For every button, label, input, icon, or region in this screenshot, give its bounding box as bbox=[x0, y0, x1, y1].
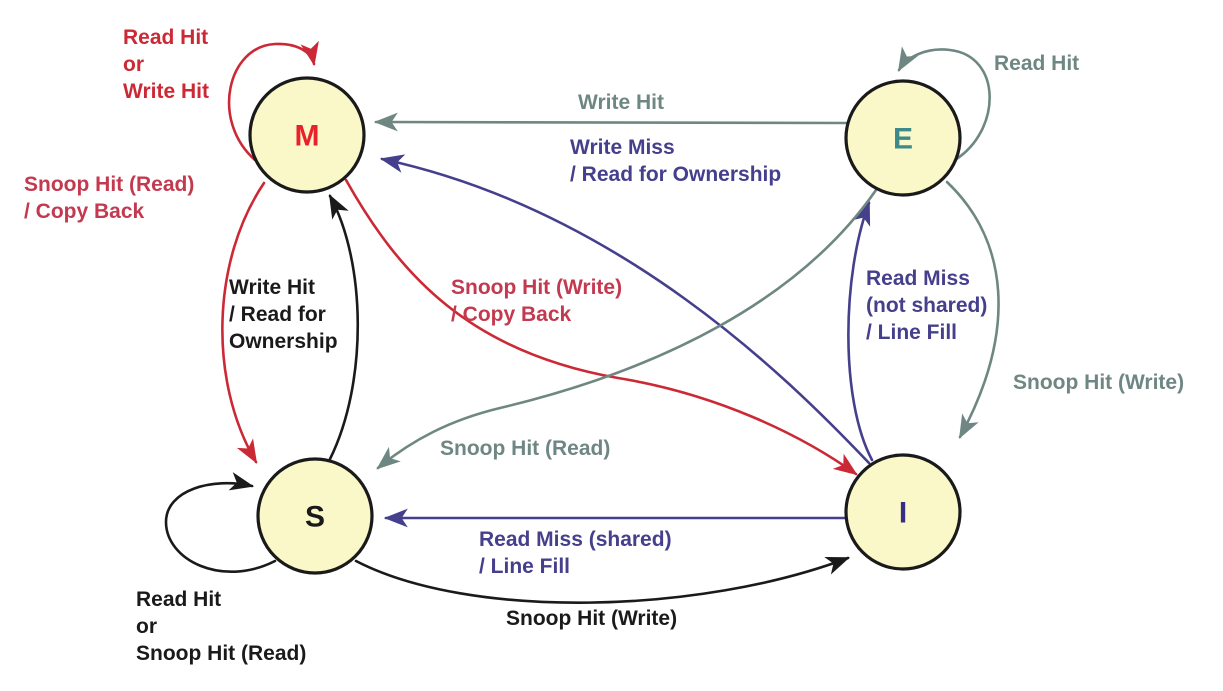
node-i[interactable]: I bbox=[844, 453, 962, 571]
label-line: Read Miss (shared) bbox=[479, 528, 672, 551]
edge-i-to-e bbox=[847, 201, 874, 462]
label-s-to-m: Write Hit / Read for Ownership bbox=[229, 276, 367, 353]
svg-text:Write Hit: Write Hit bbox=[578, 91, 693, 114]
node-m[interactable]: M bbox=[248, 76, 366, 194]
node-m-circle[interactable] bbox=[248, 76, 366, 194]
label-m-to-s: Snoop Hit (Read) / Copy Back bbox=[24, 173, 235, 223]
label-s-self-loop: Read Hit or Snoop Hit (Read) bbox=[136, 588, 336, 665]
svg-text:Snoop Hit (Read): Snoop Hit (Read) bbox=[440, 437, 640, 460]
label-line: or bbox=[123, 53, 144, 76]
edge-m-self-loop bbox=[227, 40, 319, 162]
label-line: Snoop Hit (Read) bbox=[24, 173, 194, 196]
node-i-label: I bbox=[899, 497, 907, 530]
edge-i-to-m bbox=[379, 154, 871, 465]
svg-text:Write Hit / Read for: Write Hit / Read for Ownership bbox=[229, 276, 367, 353]
node-e-label: E bbox=[893, 123, 913, 156]
label-line: or bbox=[136, 615, 157, 638]
label-line: / Read for Ownership bbox=[570, 163, 781, 186]
label-line: Snoop Hit (Read) bbox=[440, 437, 610, 460]
edge-m-to-i bbox=[344, 178, 858, 476]
label-line: Snoop Hit (Read) bbox=[136, 642, 306, 665]
label-e-self-loop: Read Hit bbox=[994, 52, 1108, 75]
node-e-circle[interactable] bbox=[844, 79, 962, 197]
label-m-to-i: Snoop Hit (Write) / Copy Back bbox=[451, 276, 663, 326]
label-line: Snoop Hit (Write) bbox=[1013, 371, 1184, 394]
label-i-to-s: Read Miss (shared) / Line Fill bbox=[479, 528, 712, 578]
svg-text:Read Miss (shared) / Lin: Read Miss (shared) / Line Fill bbox=[479, 528, 712, 578]
svg-text:Read Hit or Snoop: Read Hit or Snoop Hit (Read) bbox=[136, 588, 336, 665]
svg-text:Read Hit or Write: Read Hit or Write Hit bbox=[123, 26, 249, 103]
edge-s-self-loop bbox=[164, 472, 277, 573]
label-line: / Copy Back bbox=[451, 303, 572, 326]
label-s-to-i: Snoop Hit (Write) bbox=[506, 607, 706, 630]
label-line: Write Miss bbox=[570, 136, 675, 159]
label-line: / Line Fill bbox=[866, 321, 957, 344]
edge-s-to-i bbox=[354, 556, 850, 604]
label-line: Write Hit bbox=[578, 91, 664, 114]
label-line: / Read for bbox=[229, 303, 326, 326]
label-e-to-i: Snoop Hit (Write) bbox=[1013, 371, 1213, 394]
label-line: (not shared) bbox=[866, 294, 987, 317]
label-m-self-loop: Read Hit or Write Hit bbox=[123, 26, 249, 103]
edge-e-to-i bbox=[945, 180, 1000, 439]
node-s-circle[interactable] bbox=[256, 457, 374, 575]
svg-text:Snoop Hit (Read) / Copy: Snoop Hit (Read) / Copy Back bbox=[24, 173, 235, 223]
label-line: / Copy Back bbox=[24, 200, 145, 223]
label-line: Snoop Hit (Write) bbox=[451, 276, 622, 299]
node-s-label: S bbox=[305, 501, 325, 534]
label-line: Snoop Hit (Write) bbox=[506, 607, 677, 630]
label-line: Read Miss bbox=[866, 267, 970, 290]
svg-text:Read Miss (not shared): Read Miss (not shared) / Line Fill bbox=[866, 267, 1028, 344]
svg-text:Write Miss / Read for Ow: Write Miss / Read for Ownership bbox=[570, 136, 810, 186]
label-line: / Line Fill bbox=[479, 555, 570, 578]
svg-text:Snoop Hit (Write) / Copy: Snoop Hit (Write) / Copy Back bbox=[451, 276, 663, 326]
label-line: Read Hit bbox=[123, 26, 208, 49]
label-line: Ownership bbox=[229, 330, 338, 353]
label-line: Read Hit bbox=[136, 588, 221, 611]
label-i-to-e: Read Miss (not shared) / Line Fill bbox=[866, 267, 1028, 344]
label-line: Write Hit bbox=[123, 80, 209, 103]
edge-e-to-s bbox=[376, 188, 878, 470]
edge-s-to-m bbox=[328, 194, 359, 461]
svg-text:Snoop Hit (Write): Snoop Hit (Write) bbox=[1013, 371, 1213, 394]
label-line: Write Hit bbox=[229, 276, 315, 299]
label-line: Read Hit bbox=[994, 52, 1079, 75]
svg-text:Read Hit: Read Hit bbox=[994, 52, 1108, 75]
node-m-label: M bbox=[295, 120, 320, 153]
edge-e-to-m bbox=[373, 112, 848, 132]
node-e[interactable]: E bbox=[844, 79, 962, 197]
node-i-circle[interactable] bbox=[844, 453, 962, 571]
label-e-to-s: Snoop Hit (Read) bbox=[440, 437, 640, 460]
label-e-to-m: Write Hit bbox=[578, 91, 693, 114]
edge-m-to-s bbox=[221, 181, 266, 464]
label-i-to-m: Write Miss / Read for Ownership bbox=[570, 136, 810, 186]
svg-text:Snoop Hit (Write): Snoop Hit (Write) bbox=[506, 607, 706, 630]
node-s[interactable]: S bbox=[256, 457, 374, 575]
edge-e-self-loop bbox=[897, 46, 991, 162]
